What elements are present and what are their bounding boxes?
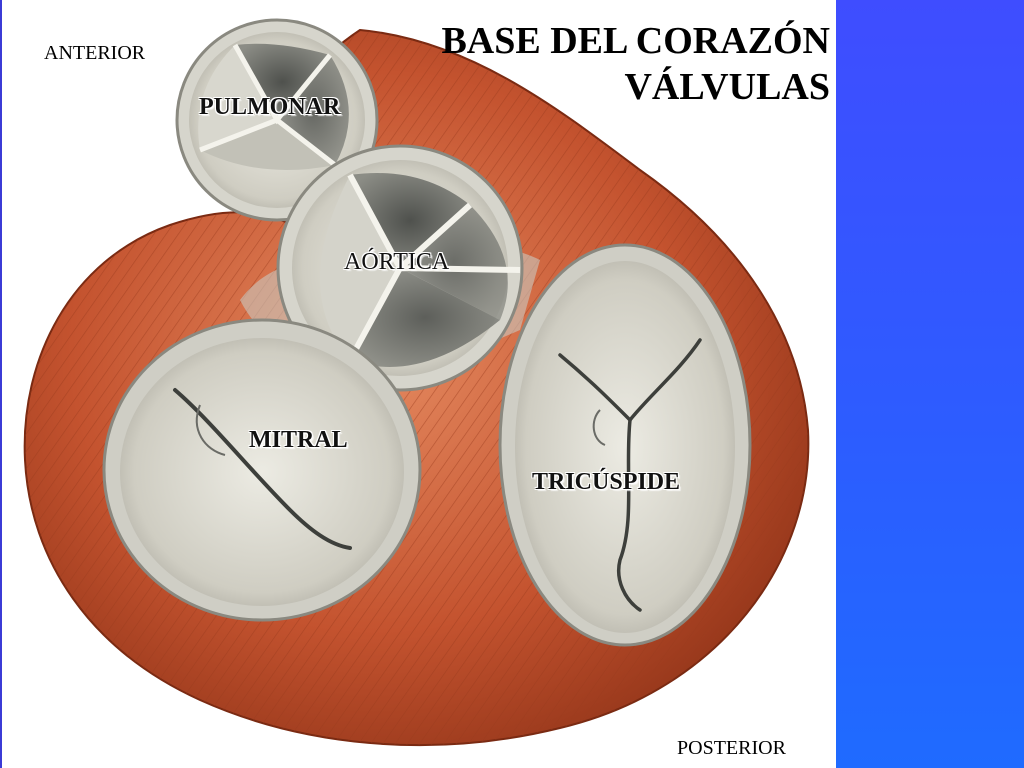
title-line-1: BASE DEL CORAZÓN <box>441 20 830 62</box>
label-tricuspid-valve: TRICÚSPIDE <box>532 469 681 495</box>
slide-title: BASE DEL CORAZÓN VÁLVULAS <box>420 18 830 110</box>
mitral-valve <box>102 318 422 622</box>
heart-base-illustration <box>23 18 810 747</box>
left-edge-line <box>0 0 2 768</box>
label-posterior: POSTERIOR <box>677 737 786 759</box>
pulmonary-valve <box>175 18 379 222</box>
label-anterior: ANTERIOR <box>44 42 146 64</box>
label-pulmonary-valve: PULMONAR <box>199 94 341 120</box>
tricuspid-valve <box>498 243 752 647</box>
label-aortic-valve: AÓRTICA <box>344 249 450 275</box>
title-line-2: VÁLVULAS <box>624 66 830 108</box>
aortic-valve <box>276 144 524 392</box>
right-blue-band <box>836 0 1024 768</box>
label-mitral-valve: MITRAL <box>249 427 348 453</box>
